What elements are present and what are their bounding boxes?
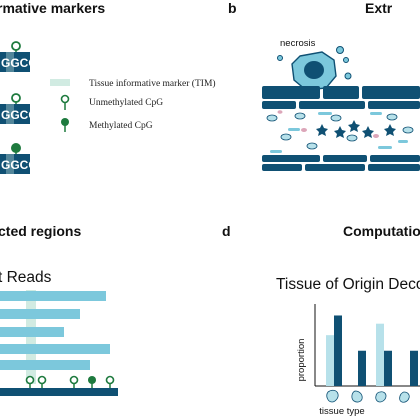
sequence-text: GGCG <box>1 56 38 70</box>
panel-d: d Computation Tissue of Origin Deconvol … <box>222 223 420 417</box>
read-bar <box>0 309 80 319</box>
panel-d-title: Computation <box>343 223 420 239</box>
bar-series-2-cat-2 <box>358 350 366 386</box>
unmethylated-cpg-icon <box>11 41 21 51</box>
bar-series-1-cat-1 <box>326 335 334 386</box>
unmethylated-cpg-icon <box>25 375 35 385</box>
methylated-cpg-icon <box>61 118 69 126</box>
organ-icon <box>375 391 387 403</box>
panel-c-title: cted regions <box>0 223 81 239</box>
sequence-block <box>0 104 30 124</box>
legend-label-methylated: Methylated CpG <box>89 121 153 131</box>
sequence-text: GGCG <box>1 108 38 122</box>
vessel-wall-top <box>262 86 420 109</box>
kidney-icon <box>351 390 363 403</box>
methylated-cpg-icon <box>11 143 21 153</box>
read-bar <box>0 291 106 301</box>
bar-series-2-cat-1 <box>334 315 342 386</box>
unmethylated-cpg-icon <box>37 375 47 385</box>
panel-b-title: Extr <box>365 0 393 16</box>
read-bar <box>0 327 64 337</box>
tim-swatch-icon <box>50 79 70 86</box>
panel-a-title: rmative markers <box>0 0 105 16</box>
unmethylated-cpg-icon <box>60 94 70 104</box>
read-bar <box>0 344 110 354</box>
sequencing-reads <box>0 291 110 370</box>
chart-title: Tissue of Origin Deconvol <box>276 276 420 293</box>
bars-group <box>326 315 418 386</box>
reference-sequence-bar <box>0 388 118 396</box>
reads-label: t Reads <box>0 269 52 286</box>
bloodstream-contents <box>266 110 414 153</box>
unmethylated-cpg-icon <box>105 375 115 385</box>
panel-b-letter: b <box>228 0 237 16</box>
tim-highlight <box>6 52 14 72</box>
methylation-row-3: GGCG <box>0 143 38 174</box>
sequence-block <box>0 154 30 174</box>
tim-highlight <box>6 154 14 174</box>
read-bar <box>0 360 90 370</box>
methylation-row-1: GGCG <box>0 41 38 72</box>
liver-icon <box>326 389 339 403</box>
panel-d-letter: d <box>222 223 231 239</box>
y-axis-label: proportion <box>296 339 307 382</box>
legend-label-tim: Tissue informative marker (TIM) <box>89 78 216 89</box>
methylation-row-2: GGCG <box>0 93 38 124</box>
tissue-icons <box>326 389 410 403</box>
panel-b: b Extr necrosis <box>228 0 420 171</box>
necrosis-label: necrosis <box>280 38 316 49</box>
organ-icon <box>399 391 410 403</box>
x-axis-label: tissue type <box>319 406 364 417</box>
bar-series-1-cat-3 <box>376 323 384 386</box>
legend-label-unmethylated: Unmethylated CpG <box>89 98 163 108</box>
sequence-block <box>0 52 30 72</box>
necrotic-cell-icon <box>277 46 352 91</box>
vessel-wall-bottom <box>262 155 420 171</box>
legend: Tissue informative marker (TIM) Unmethyl… <box>50 78 216 132</box>
unmethylated-cpg-icon <box>11 93 21 103</box>
panel-a: rmative markers GGCG GGCG GGCG <box>0 0 216 174</box>
methylated-cpg-icon <box>88 376 96 384</box>
panel-c: cted regions t Reads <box>0 223 118 396</box>
tim-highlight <box>6 104 14 124</box>
bar-series-2-cat-4 <box>410 350 418 386</box>
unmethylated-cpg-icon <box>69 375 79 385</box>
reference-cpg-markers <box>25 375 115 388</box>
bar-series-2-cat-3 <box>384 350 392 386</box>
sequence-text: GGCG <box>1 158 38 172</box>
